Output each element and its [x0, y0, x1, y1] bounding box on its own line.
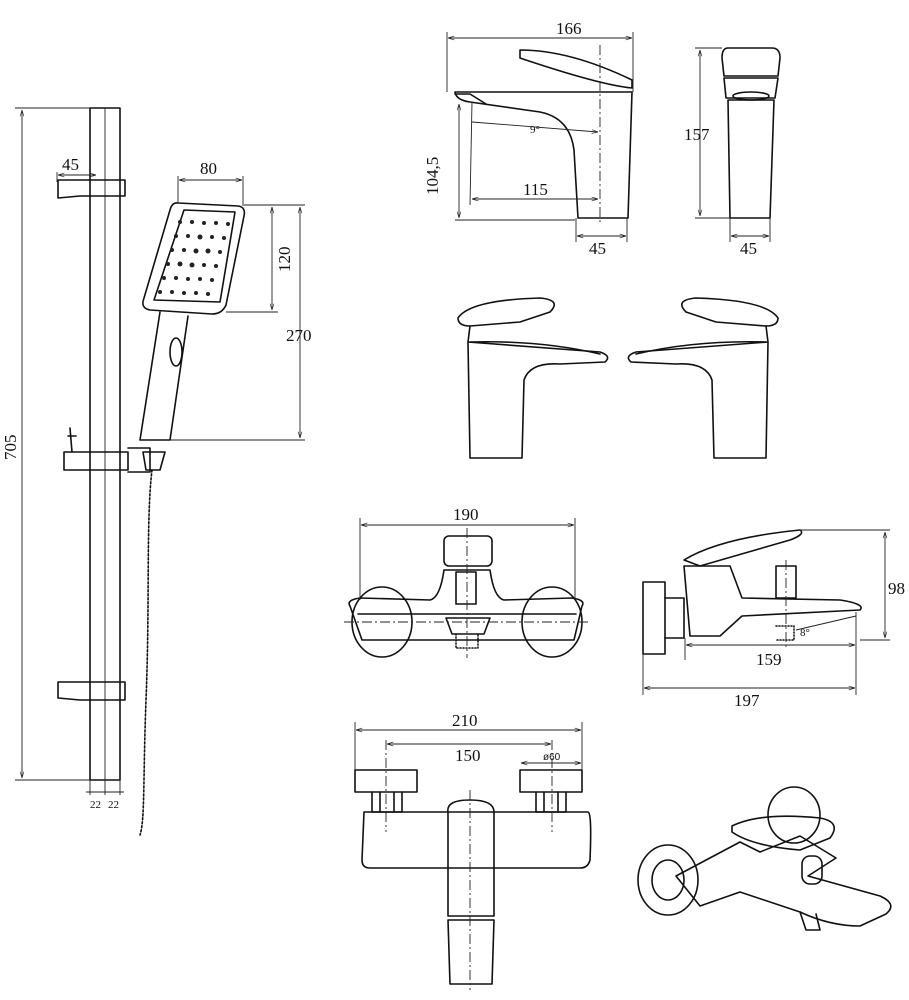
dim-bath-spout-angle: 8°: [800, 627, 810, 639]
dim-rail-width-right: 22: [108, 799, 119, 811]
hand-shower: [139, 202, 246, 441]
basin-mixer-side: [721, 47, 781, 219]
dim-basin-spout-reach: 115: [523, 180, 548, 199]
basin-mixer-perspective-left: [457, 297, 609, 459]
wall-mixer-bottom-dimensions: 210 150 ø60: [354, 711, 583, 770]
dim-basin-side-height: 157: [684, 125, 710, 144]
dim-wall-flange-diameter: ø60: [543, 752, 561, 763]
dim-handset-length: 270: [286, 326, 312, 345]
dim-bath-spout-length: 159: [756, 650, 782, 669]
dim-bracket-offset: 45: [62, 155, 79, 174]
dim-head-width: 80: [200, 159, 217, 178]
dim-bath-total-depth: 197: [734, 691, 760, 710]
dim-bath-side-height: 98: [888, 579, 905, 598]
shower-rail: [57, 107, 166, 836]
dim-wall-center-distance: 150: [455, 746, 481, 765]
dim-basin-base-front: 45: [589, 239, 606, 258]
wall-mixer-bottom: [354, 740, 592, 990]
bath-mixer-side-dimensions: 98 8° 159 197: [642, 529, 905, 710]
dim-basin-height: 104,5: [423, 157, 442, 195]
bath-mixer-front: [344, 528, 590, 658]
hand-shower-dimensions: 80 120 270: [170, 159, 312, 441]
dim-basin-total-length: 166: [556, 19, 582, 38]
basin-mixer-front: [454, 45, 633, 225]
dim-bath-front-width: 190: [453, 505, 479, 524]
shower-dimensions: 705 45 22 22: [1, 107, 124, 811]
dim-rail-width-left: 22: [90, 799, 101, 811]
bath-mixer-perspective: [637, 786, 892, 931]
bath-mixer-side: [642, 529, 862, 655]
dim-basin-spout-angle: 9°: [530, 124, 540, 136]
basin-mixer-side-dimensions: 157 45: [684, 47, 771, 258]
dim-wall-total-width: 210: [452, 711, 478, 730]
dim-basin-side-base: 45: [740, 239, 757, 258]
dim-head-height: 120: [275, 247, 294, 273]
basin-mixer-perspective-right: [627, 297, 779, 459]
basin-mixer-front-dimensions: 166 104,5 9° 115 45: [423, 19, 634, 258]
dim-rail-height: 705: [1, 435, 20, 461]
bath-mixer-front-dimensions: 190: [359, 505, 576, 600]
